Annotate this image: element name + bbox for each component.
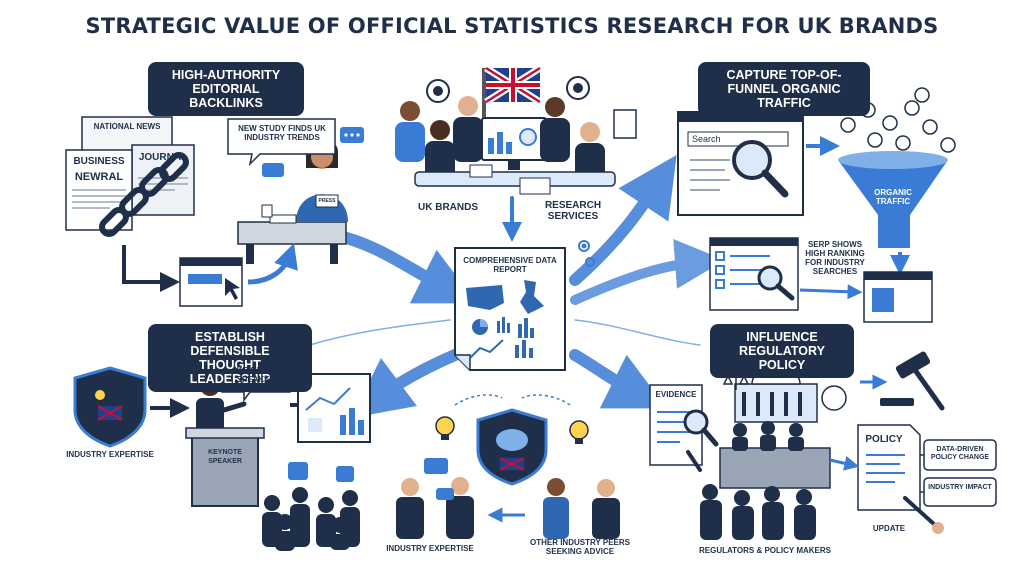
speech-bubble-study-text: NEW STUDY FINDS UK INDUSTRY TRENDS [238,124,326,142]
section-label-leadership: ESTABLISH DEFENSIBLE THOUGHT LEADERSHIP [148,324,312,392]
committee-members [732,421,804,451]
evidence-label: EVIDENCE [655,390,697,399]
lightbulb-icon-2 [569,420,589,444]
keynote-bubble-text: KEYNOTE SPEAKER [236,366,276,384]
arrow-report-to-policy [569,349,667,409]
meeting-illustration [395,65,637,195]
podium [191,431,259,507]
flow-arrows [309,155,725,418]
scales-icon-circle [821,385,847,411]
peers-label: OTHER INDUSTRY PEERS SEEKING ADVICE [529,538,630,556]
industry-impact-tag-text: INDUSTRY IMPACT [928,484,992,491]
newspaper-business-label: BUSINESS [73,156,125,167]
audience-policy [700,484,816,540]
document-icon [613,109,637,139]
newspaper-newral-label: NEWRAL [74,171,124,183]
speech-bubble-study [227,118,336,167]
leadership-illustration [73,361,620,551]
traffic-illustration [677,87,956,323]
funnel-label: ORGANIC TRAFFIC [874,188,912,206]
connector-policy [574,319,701,346]
gavel-icon [880,351,945,411]
audience [262,487,360,551]
industry-expertise-bottom-label: INDUSTRY EXPERTISE [386,544,474,553]
section-label-traffic: CAPTURE TOP-OF-FUNNEL ORGANIC TRAFFIC [698,62,870,116]
newspaper-national-label: NATIONAL NEWS [93,122,161,131]
gear-icon-2 [585,257,595,267]
heart-icon [336,466,354,482]
policy-document [857,424,921,511]
chain-links [99,152,189,237]
map-uk [520,280,544,314]
magnifier-icon-evidence [683,409,719,447]
research-services-label: RESEARCH SERVICES [544,200,602,222]
committee-bench [719,447,831,489]
chat-icon-2 [262,163,284,177]
chat-icon-3 [424,458,448,474]
chat-icon-4 [436,488,454,500]
arrow-report-to-leadership [350,349,461,418]
gear-icon [578,240,590,252]
data-report [454,240,595,371]
section-label-backlinks: HIGH-AUTHORITY EDITORIAL BACKLINKS [148,62,304,116]
uk-brands-label: UK BRANDS [418,202,478,213]
section-label-policy: INFLUENCE REGULATORY POLICY [710,324,854,378]
meeting-table [414,171,616,187]
podium-label: KEYNOTE SPEAKER [208,449,242,465]
press-badge: PRESS [318,198,336,204]
policy-doc-title: POLICY [865,434,903,445]
connector-leadership [309,319,451,346]
regulators-label: REGULATORS & POLICY MAKERS [698,546,831,555]
report-title: COMPREHENSIVE DATA REPORT [463,256,557,274]
uk-flag [484,65,542,105]
industry-people [396,477,620,539]
industry-expertise-label: INDUSTRY EXPERTISE [66,450,154,459]
arrow-report-to-serp [570,238,725,305]
funnel [838,160,948,248]
serp-label: SERP SHOWS HIGH RANKING FOR INDUSTRY SEA… [805,240,865,276]
search-input[interactable]: Search [692,134,721,144]
desk [237,221,347,245]
newspaper-journal-label: JOURNAL [138,152,188,163]
magnifier-icon [732,140,789,198]
tag-industry-impact [923,477,997,507]
arrow-report-to-traffic [569,155,677,286]
parliament-building [734,383,818,423]
backlinks-illustration [65,116,364,307]
cursor-icon [225,278,240,300]
page-title: STRATEGIC VALUE OF OFFICIAL STATISTICS R… [85,14,939,38]
report-paper [454,247,566,371]
arrow-backlinks-to-report [329,229,477,304]
map-us [466,285,504,310]
like-icon [288,462,308,480]
data-driven-tag-text: DATA-DRIVEN POLICY CHANGE [930,446,990,461]
update-label: UPDATE [872,524,906,533]
magnifier-icon-small [757,265,795,301]
lightbulb-icon [435,416,455,440]
